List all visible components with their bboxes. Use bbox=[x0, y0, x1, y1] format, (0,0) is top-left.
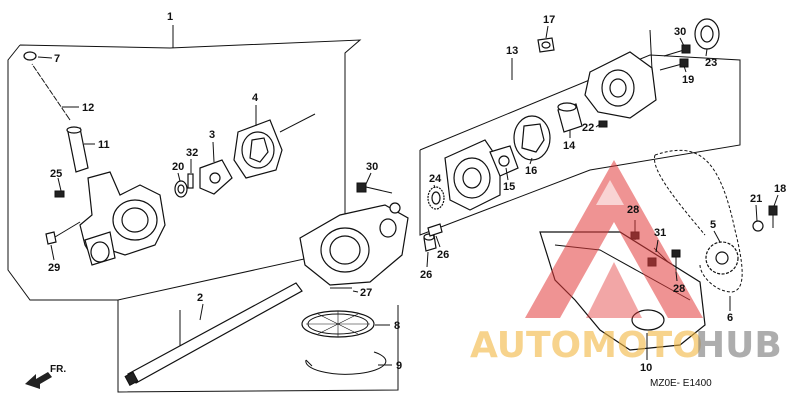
water-pump-body bbox=[79, 171, 166, 266]
part-18-bolt bbox=[768, 205, 778, 228]
part-label-28-upper: 28 bbox=[627, 204, 639, 216]
part-label-30-right: 30 bbox=[674, 26, 686, 38]
part-label-26-upper: 26 bbox=[437, 249, 449, 261]
part-label-25: 25 bbox=[50, 168, 62, 180]
part-label-8: 8 bbox=[394, 320, 400, 332]
part-2-shaft bbox=[124, 282, 303, 386]
part-label-32: 32 bbox=[186, 147, 198, 159]
part-label-31: 31 bbox=[654, 227, 666, 239]
part-label-10: 10 bbox=[640, 362, 652, 374]
part-6-chain bbox=[653, 149, 743, 293]
part-30-bolt-right bbox=[663, 44, 691, 57]
part-32-pin bbox=[187, 173, 194, 189]
part-label-20: 20 bbox=[172, 161, 184, 173]
part-4-outer-rotor bbox=[233, 113, 316, 179]
part-label-4: 4 bbox=[252, 92, 259, 104]
part-12-spring bbox=[29, 63, 71, 121]
part-9-circlip bbox=[305, 351, 387, 375]
watermark-triangle bbox=[525, 160, 703, 318]
part-label-19: 19 bbox=[682, 74, 694, 86]
front-direction-arrow: FR. bbox=[25, 364, 66, 389]
part-label-7: 7 bbox=[54, 53, 60, 65]
part-label-14: 14 bbox=[563, 140, 576, 152]
part-15-inner-rotor bbox=[489, 145, 519, 177]
oil-pump-housing bbox=[299, 202, 409, 286]
oil-pump-cover bbox=[584, 29, 657, 119]
part-label-12: 12 bbox=[82, 102, 94, 114]
oil-pump-plate bbox=[444, 139, 501, 211]
part-label-26-lower: 26 bbox=[420, 269, 432, 281]
part-label-5: 5 bbox=[710, 219, 716, 231]
part-label-16: 16 bbox=[525, 165, 537, 177]
part-23-bearing bbox=[694, 18, 720, 50]
part-label-24: 24 bbox=[429, 173, 442, 185]
part-11-sleeve bbox=[66, 126, 89, 173]
part-19-bolt bbox=[659, 58, 689, 71]
part-label-29: 29 bbox=[48, 262, 60, 274]
part-24-gear bbox=[427, 186, 445, 210]
part-3-inner-rotor bbox=[199, 159, 233, 195]
part-label-2: 2 bbox=[197, 292, 203, 304]
part-label-15: 15 bbox=[503, 181, 515, 193]
part-7-cap bbox=[23, 51, 37, 61]
watermark-text: AUTOMOTO HUB bbox=[470, 325, 782, 366]
part-5-sprocket bbox=[705, 241, 739, 275]
part-label-28-lower: 28 bbox=[673, 283, 685, 295]
part-14-collar bbox=[557, 102, 583, 133]
part-label-23: 23 bbox=[705, 57, 717, 69]
part-25-bolt bbox=[54, 177, 65, 198]
part-8-strainer bbox=[301, 310, 375, 338]
part-label-18: 18 bbox=[774, 183, 786, 195]
part-label-27: 27 bbox=[360, 287, 372, 299]
part-label-21: 21 bbox=[750, 193, 762, 205]
part-label-17: 17 bbox=[543, 14, 555, 26]
part-17-nut bbox=[537, 37, 555, 53]
part-22-pin bbox=[598, 120, 608, 128]
watermark-left: AUTOMOTO bbox=[470, 325, 703, 366]
part-label-3: 3 bbox=[209, 129, 215, 141]
part-29-bolt bbox=[45, 221, 81, 245]
part-21-washer bbox=[752, 220, 764, 232]
part-labels: 1 2 3 4 5 6 7 8 9 10 11 12 13 14 15 16 1… bbox=[37, 11, 786, 374]
part-label-30-left: 30 bbox=[366, 161, 378, 173]
direction-label: FR. bbox=[50, 364, 66, 375]
group-13-outline bbox=[419, 54, 741, 236]
part-label-9: 9 bbox=[396, 360, 402, 372]
part-16-outer-rotor bbox=[513, 115, 551, 161]
part-26-dowel-right bbox=[427, 223, 443, 237]
diagram-code: MZ0E- E1400 bbox=[650, 378, 712, 389]
part-20-washer bbox=[174, 180, 188, 198]
part-label-6: 6 bbox=[727, 312, 733, 324]
part-28-bolt-lower bbox=[671, 249, 681, 272]
group-2-outline bbox=[117, 300, 399, 393]
watermark-right: HUB bbox=[695, 325, 782, 366]
part-label-13: 13 bbox=[506, 45, 518, 57]
part-label-11: 11 bbox=[98, 139, 110, 151]
part-label-1: 1 bbox=[167, 11, 173, 23]
part-label-22: 22 bbox=[582, 122, 594, 134]
part-30-bolt-left bbox=[356, 182, 393, 194]
